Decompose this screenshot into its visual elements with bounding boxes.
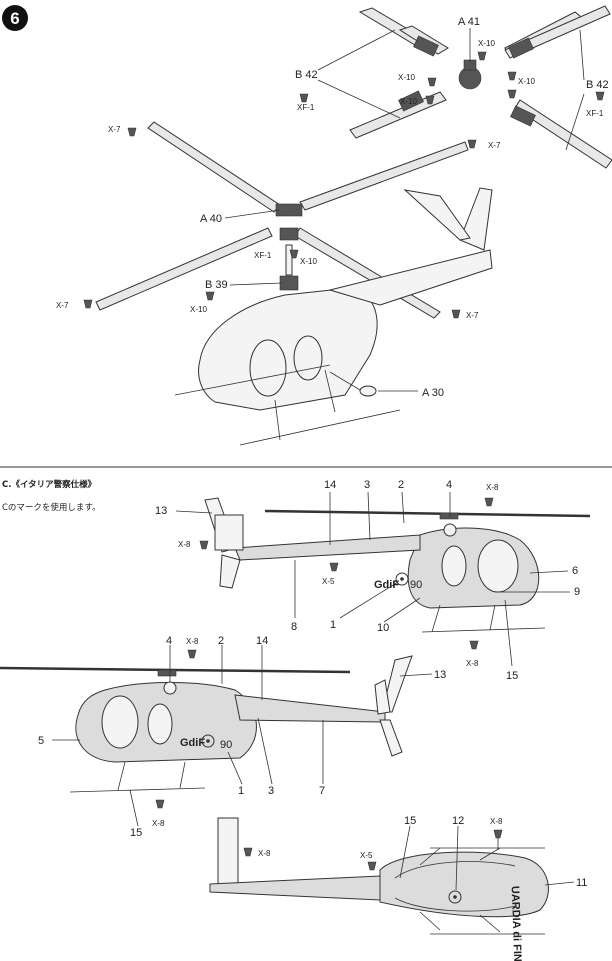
label-10: 10 [377, 622, 389, 634]
section-heading: C.《イタリア警察仕様》 [2, 479, 96, 490]
callout-x7-d: X-7 [466, 311, 479, 320]
rotor-hub-exploded-diagram [299, 5, 612, 169]
marking-uardia-di-finan: UARDIA di FINAN [509, 886, 524, 961]
callout-x10-c: X-10 [518, 77, 535, 86]
section-note: Cのマークを使用します。 [2, 502, 101, 513]
label-2-a: 2 [398, 479, 404, 491]
label-15-a: 15 [506, 670, 518, 682]
callout-xf1-right: XF-1 [586, 109, 604, 118]
label-x8-top-a: X-8 [486, 483, 499, 492]
label-7: 7 [319, 785, 325, 797]
callout-b39: B 39 [205, 279, 228, 291]
label-13-b: 13 [434, 669, 446, 681]
marking-90-1: 90 [410, 579, 422, 591]
callout-a40: A 40 [200, 213, 222, 225]
label-13-a: 13 [155, 505, 167, 517]
label-8: 8 [291, 621, 297, 633]
callout-x10-a: X-10 [478, 39, 495, 48]
label-14-b: 14 [256, 635, 268, 647]
step-number: 6 [10, 9, 19, 28]
label-12: 12 [452, 815, 464, 827]
label-x5-a: X-5 [322, 577, 335, 586]
label-4-b: 4 [166, 635, 172, 647]
callout-xf1-mid: XF-1 [254, 251, 272, 260]
label-x5-c: X-5 [360, 851, 373, 860]
callout-x10-d: X-10 [400, 97, 417, 106]
label-4-a: 4 [446, 479, 452, 491]
label-x8-tail-a: X-8 [178, 540, 191, 549]
label-1-a: 1 [330, 619, 336, 631]
callout-x7-b: X-7 [488, 141, 501, 150]
side-view-left-diagram [0, 645, 433, 827]
marking-90-2: 90 [220, 739, 232, 751]
callout-b42-left: B 42 [295, 69, 318, 81]
callout-x10-low: X-10 [190, 305, 207, 314]
label-9: 9 [574, 586, 580, 598]
side-view-right-diagram [175, 491, 591, 667]
callout-a30: A 30 [422, 387, 444, 399]
label-15-c: 15 [404, 815, 416, 827]
label-3-a: 3 [364, 479, 370, 491]
top-view-diagram [209, 817, 575, 935]
label-x8-top-c: X-8 [490, 817, 503, 826]
label-15-b: 15 [130, 827, 142, 839]
marking-gdif-1: GdiF [374, 579, 399, 591]
label-5: 5 [38, 735, 44, 747]
label-x8-fin: X-8 [258, 849, 271, 858]
callout-b42-right: B 42 [586, 79, 609, 91]
callout-a41: A 41 [458, 16, 480, 28]
label-6: 6 [572, 565, 578, 577]
callout-xf1-left: XF-1 [297, 103, 315, 112]
callout-x10-mid: X-10 [300, 257, 317, 266]
main-rotor-assembly-diagram [83, 121, 493, 446]
callout-x7-a: X-7 [108, 125, 121, 134]
label-14-a: 14 [324, 479, 336, 491]
label-x8-bottom-b: X-8 [152, 819, 165, 828]
callout-x10-b: X-10 [398, 73, 415, 82]
label-2-b: 2 [218, 635, 224, 647]
callout-x7-c: X-7 [56, 301, 69, 310]
step-badge: 6 [2, 5, 28, 31]
label-x8-top-b: X-8 [186, 637, 199, 646]
label-11: 11 [576, 877, 587, 889]
label-1-b: 1 [238, 785, 244, 797]
label-x8-bottom-a: X-8 [466, 659, 479, 668]
label-3-b: 3 [268, 785, 274, 797]
marking-gdif-2: GdiF [180, 737, 205, 749]
